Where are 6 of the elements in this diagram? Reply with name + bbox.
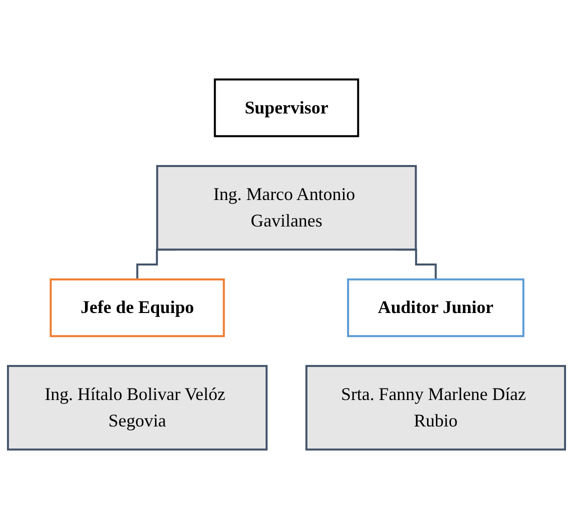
node-box: Ing. Hítalo Bolivar Velóz Segovia bbox=[6, 364, 268, 451]
node-box: Srta. Fanny Marlene Díaz Rubio bbox=[305, 364, 566, 451]
node-box: Auditor Junior bbox=[347, 278, 524, 338]
node-box: Ing. Marco Antonio Gavilanes bbox=[156, 165, 417, 251]
node-box: Jefe de Equipo bbox=[50, 278, 225, 338]
node-box: Supervisor bbox=[214, 78, 360, 138]
